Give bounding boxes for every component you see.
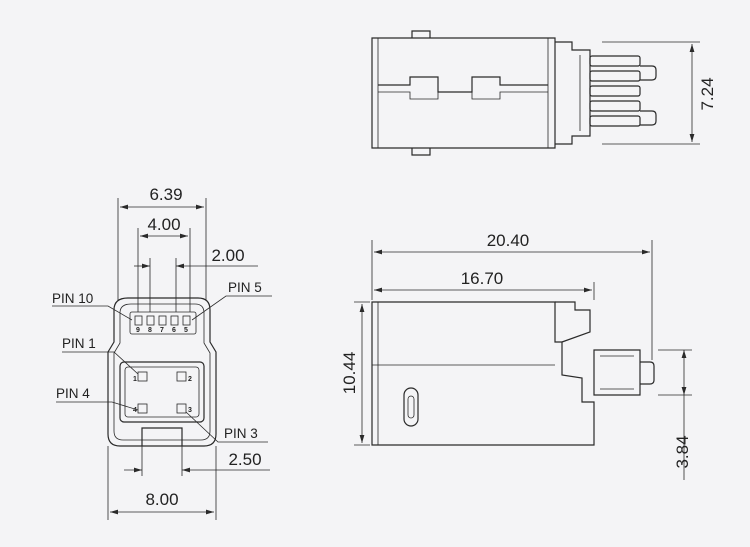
pin-num-4: 4 bbox=[133, 407, 137, 414]
dim-2040-ext bbox=[371, 240, 653, 360]
pin-10-leader bbox=[52, 305, 133, 321]
pin-3-label: PIN 3 bbox=[224, 426, 258, 441]
dim-384-ext bbox=[658, 349, 692, 396]
pin-5-leader bbox=[191, 295, 272, 321]
pin-num-1: 1 bbox=[133, 376, 137, 383]
pin-1-contact bbox=[137, 371, 148, 382]
dim-639-label: 6.39 bbox=[149, 185, 182, 204]
pin-num-5: 5 bbox=[184, 327, 188, 334]
pin-3-contact bbox=[176, 403, 187, 414]
pin-4-leader bbox=[56, 401, 139, 411]
pin-4-label: PIN 4 bbox=[56, 386, 90, 401]
pin-num-7: 7 bbox=[160, 327, 164, 334]
side-body-inner bbox=[372, 302, 556, 445]
front-view: 9 8 7 6 5 1 2 4 3 6.39 4.00 2.00 2.5 bbox=[52, 185, 272, 520]
pin-1-label: PIN 1 bbox=[62, 336, 96, 351]
pin-2-contact bbox=[176, 371, 187, 382]
side-pin-tip bbox=[640, 361, 655, 385]
pin-num-8: 8 bbox=[148, 327, 152, 334]
dim-2040-label: 20.40 bbox=[487, 231, 530, 250]
dim-639-ext bbox=[117, 198, 207, 300]
front-key-slot bbox=[141, 427, 183, 446]
side-pin-block bbox=[593, 349, 641, 396]
side-upper-step bbox=[555, 301, 591, 343]
dim-1044-ext bbox=[354, 301, 370, 446]
pin-3-leader bbox=[185, 411, 268, 443]
top-body-bumps bbox=[411, 30, 431, 156]
front-lower-cavity bbox=[119, 361, 205, 423]
top-pins bbox=[589, 55, 657, 127]
dim-384-label: 3.84 bbox=[673, 435, 692, 468]
top-view: 7.24 bbox=[371, 30, 717, 156]
dim-250-ext bbox=[141, 446, 183, 476]
pin-num-3: 3 bbox=[188, 407, 192, 414]
front-outer-shell bbox=[107, 297, 217, 447]
pin-4-contact bbox=[137, 403, 148, 414]
front-inner-shell bbox=[113, 303, 211, 441]
top-latch-profile-lower bbox=[378, 91, 548, 100]
dim-200-label: 2.00 bbox=[211, 246, 244, 265]
pin-num-9: 9 bbox=[136, 327, 140, 334]
pin-10-label: PIN 10 bbox=[52, 291, 93, 306]
top-step-section bbox=[555, 41, 591, 145]
dim-400-ext bbox=[137, 228, 191, 312]
front-top-pins bbox=[134, 315, 191, 326]
dim-1044-label: 10.44 bbox=[340, 352, 359, 395]
dim-800-label: 8.00 bbox=[145, 490, 178, 509]
dim-800-ext bbox=[107, 446, 217, 520]
top-latch-profile bbox=[378, 76, 548, 93]
dim-724-ext bbox=[602, 41, 700, 145]
dim-724-label: 7.24 bbox=[698, 77, 717, 110]
pin-num-6: 6 bbox=[172, 327, 176, 334]
front-pin-row bbox=[129, 311, 197, 335]
dim-1670-label: 16.70 bbox=[461, 269, 504, 288]
side-slot bbox=[403, 387, 419, 427]
side-view: 20.40 16.70 10.44 3.84 bbox=[340, 231, 692, 480]
pin-num-2: 2 bbox=[188, 376, 192, 383]
top-body-outline bbox=[371, 37, 556, 149]
pin-5-label: PIN 5 bbox=[228, 280, 262, 295]
dim-400-label: 4.00 bbox=[147, 215, 180, 234]
pin-1-leader bbox=[62, 351, 139, 375]
top-body-inner-lines bbox=[377, 38, 549, 148]
dim-250-label: 2.50 bbox=[228, 450, 261, 469]
